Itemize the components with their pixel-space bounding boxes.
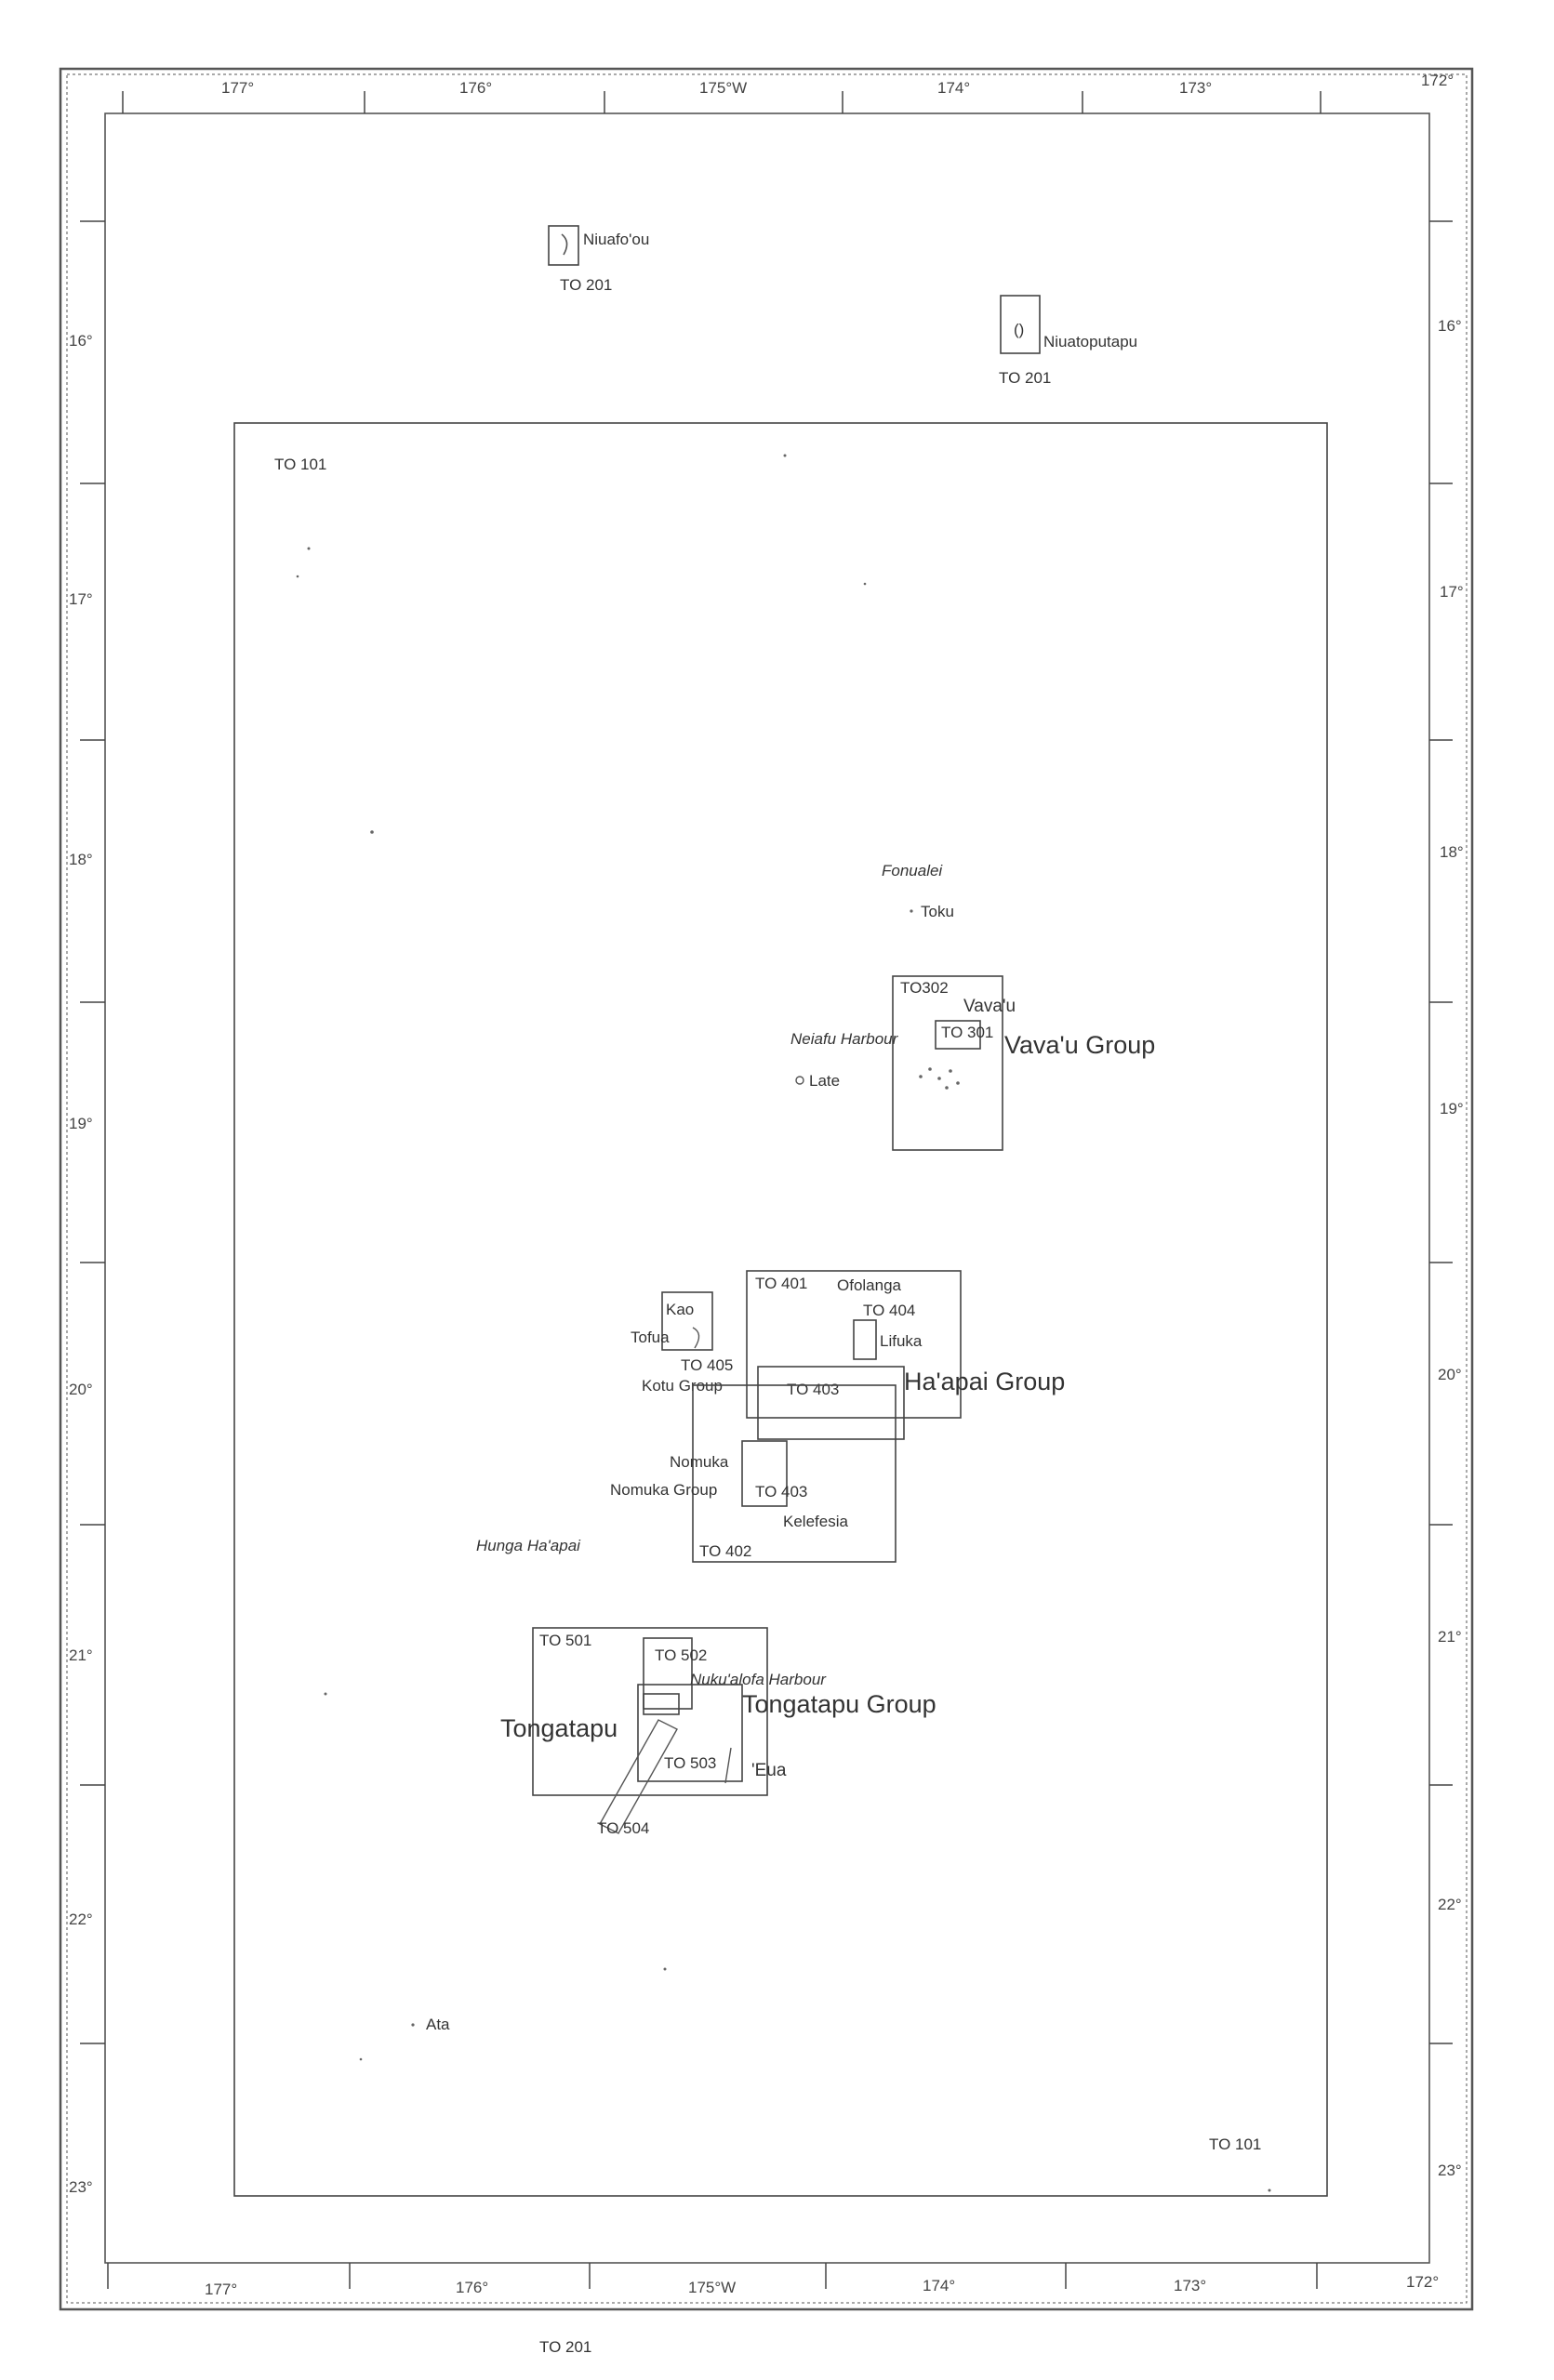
left-latitude-scale: 16° 17° 18° 19° 20° 21° 22° 23° [69, 220, 105, 2196]
graduated-border-outer [66, 73, 1468, 2304]
lat-label-right-23: 23° [1438, 2162, 1462, 2179]
place-kelefesia: Kelefesia [783, 1513, 848, 1530]
neatline [104, 112, 1430, 2264]
chart-box-to201-niuatoputapu[interactable] [1000, 295, 1041, 354]
lat-label-left-20: 20° [69, 1381, 93, 1398]
chart-label-to302: TO302 [900, 979, 949, 997]
lon-label-top-174: 174° [937, 79, 970, 97]
tofua-island [692, 1327, 700, 1349]
chart-label-to501: TO 501 [539, 1632, 591, 1649]
chart-box-to402[interactable] [692, 1384, 897, 1563]
place-tongatapu-group: Tongatapu Group [742, 1690, 936, 1718]
place-nomuka-group: Nomuka Group [610, 1481, 717, 1499]
lat-label-left-22: 22° [69, 1911, 93, 1928]
niuafou-island [561, 233, 568, 256]
chart-box-to501[interactable] [532, 1627, 768, 1796]
chart-label-to301: TO 301 [941, 1024, 993, 1041]
lon-label-bottom-175: 175°W [688, 2279, 736, 2296]
lat-label-left-23: 23° [69, 2178, 93, 2196]
lat-label-right-16: 16° [1438, 317, 1462, 335]
place-tofua: Tofua [631, 1329, 670, 1346]
chart-box-to403b[interactable] [741, 1440, 788, 1507]
chart-label-to404: TO 404 [863, 1302, 915, 1319]
place-toku: Toku [921, 903, 954, 920]
chart-label-to403a: TO 403 [787, 1381, 839, 1398]
place-vavau: Vava'u [963, 997, 1016, 1016]
lon-label-top-176: 176° [459, 79, 492, 97]
lat-label-left-16: 16° [69, 332, 93, 350]
right-latitude-scale: 16° 17° 18° 19° 20° 21° 22° 23° [1429, 220, 1464, 2179]
place-ofolanga: Ofolanga [837, 1276, 902, 1294]
place-late: Late [809, 1072, 840, 1090]
place-nomuka: Nomuka [670, 1453, 729, 1471]
lat-label-left-19: 19° [69, 1115, 93, 1132]
chart-label-to403b: TO 403 [755, 1483, 807, 1501]
lon-label-bottom-174: 174° [923, 2277, 955, 2294]
lat-label-right-22: 22° [1438, 1896, 1462, 1913]
place-kao: Kao [666, 1301, 694, 1318]
place-hunga-haapai: Hunga Ha'apai [476, 1537, 581, 1554]
niuatoputapu-island: () [1014, 321, 1024, 338]
lat-label-left-17: 17° [69, 590, 93, 608]
lat-label-left-18: 18° [69, 851, 93, 868]
chart-label-to201-niuatoputapu: TO 201 [999, 369, 1051, 387]
lon-label-bottom-172: 172° [1406, 2273, 1439, 2291]
chart-label-to101-top: TO 101 [274, 456, 326, 473]
chart-box-to504[interactable] [599, 1719, 678, 1834]
lon-label-bottom-176: 176° [456, 2279, 488, 2296]
scan-specks [296, 454, 1271, 2192]
vavau-islets [919, 1067, 960, 1090]
bottom-longitude-scale: 177° 176° 175°W 174° 173° 172° [107, 2263, 1439, 2298]
chart-box-to502[interactable] [643, 1637, 693, 1710]
kao-tofua-box[interactable] [661, 1291, 713, 1351]
lat-label-right-20: 20° [1438, 1366, 1462, 1383]
chart-box-to403a[interactable] [757, 1366, 905, 1440]
lat-label-right-19: 19° [1440, 1100, 1464, 1117]
late-island [795, 1076, 804, 1085]
lon-label-top-172: 172° [1421, 72, 1454, 89]
place-kotu-group: Kotu Group [642, 1377, 723, 1395]
chart-box-to101[interactable] [233, 422, 1328, 2197]
lat-label-right-21: 21° [1438, 1628, 1462, 1646]
chart-label-to402: TO 402 [699, 1542, 751, 1560]
lat-label-left-21: 21° [69, 1646, 93, 1664]
chart-label-to201-bottom: TO 201 [539, 2338, 591, 2356]
place-tongatapu: Tongatapu [500, 1714, 618, 1742]
chart-box-to503[interactable] [637, 1684, 743, 1782]
top-longitude-scale: 177° 176° 175°W 174° 173° 172° [122, 72, 1454, 113]
chart-label-to401: TO 401 [755, 1275, 807, 1292]
place-neiafu-harbour: Neiafu Harbour [790, 1030, 899, 1048]
lon-label-top-175: 175°W [699, 79, 747, 97]
chart-box-to302[interactable] [892, 975, 1003, 1151]
chart-label-to504: TO 504 [597, 1819, 649, 1837]
lon-label-top-173: 173° [1179, 79, 1212, 97]
place-ata: Ata [426, 2016, 450, 2033]
chart-box-to201-niuafou[interactable] [548, 225, 579, 266]
chart-label-to101-bottom: TO 101 [1209, 2135, 1261, 2153]
eua-island [724, 1747, 732, 1784]
chart-box-to301[interactable] [935, 1020, 981, 1050]
place-niuatoputapu: Niuatoputapu [1043, 333, 1137, 350]
chart-label-to503: TO 503 [664, 1754, 716, 1772]
place-eua: 'Eua [751, 1761, 787, 1780]
lon-label-bottom-177: 177° [205, 2281, 237, 2298]
place-lifuka: Lifuka [880, 1332, 923, 1350]
lat-label-right-17: 17° [1440, 583, 1464, 601]
lon-label-bottom-173: 173° [1174, 2277, 1206, 2294]
lat-label-right-18: 18° [1440, 843, 1464, 861]
chart-box-to404[interactable] [853, 1319, 877, 1360]
chart-label-to405: TO 405 [681, 1356, 733, 1374]
place-haapai-group: Ha'apai Group [904, 1368, 1065, 1395]
outer-frame [59, 67, 1474, 2311]
chart-label-to201-niuafou: TO 201 [560, 276, 612, 294]
place-fonualei: Fonualei [882, 862, 943, 879]
place-vavau-group: Vava'u Group [1004, 1031, 1155, 1059]
place-niuafou: Niuafo'ou [583, 231, 649, 248]
lon-label-top-177: 177° [221, 79, 254, 97]
chart-label-to502: TO 502 [655, 1646, 707, 1664]
nukualofa-inner-box[interactable] [643, 1693, 680, 1715]
chart-box-to401[interactable] [746, 1270, 962, 1419]
place-nukualofa-harbour: Nuku'alofa Harbour [690, 1671, 827, 1688]
